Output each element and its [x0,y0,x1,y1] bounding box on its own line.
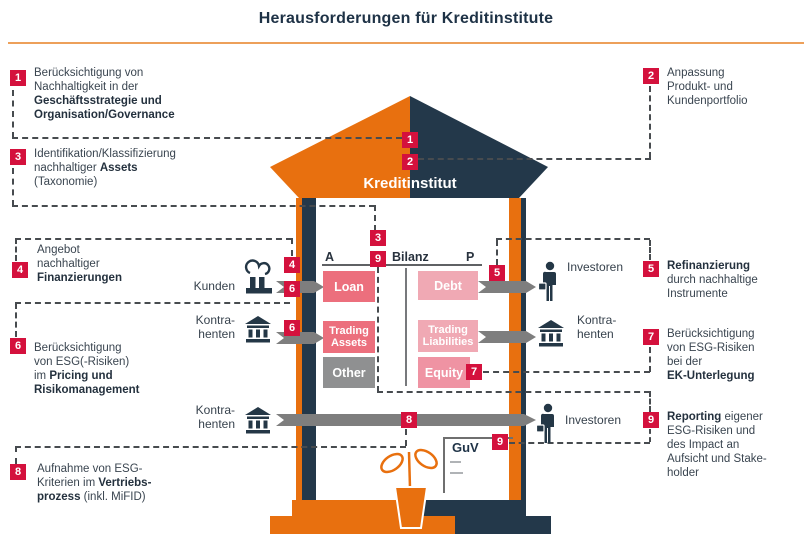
connector-7 [649,347,651,372]
guv-box [443,437,513,493]
liability-box-debt: Debt [418,271,478,300]
right-pillar-navy-stripe [521,198,526,500]
connector-5 [496,240,498,265]
connector-1 [12,90,14,138]
connector-2 [418,158,651,160]
bank-icon [538,320,564,347]
challenge-8-badge: 8 [10,464,26,480]
challenge-2-badge: 2 [643,68,659,84]
bank-icon [245,407,271,434]
roof-badge-1: 1 [402,132,418,148]
investor-person-icon [536,403,554,443]
guv-entry-line [450,461,461,463]
base-bottom-right [455,516,551,534]
assets-column-header: A [325,250,335,264]
arrow-tradingliabilities-to-kontrahenten [478,331,536,343]
challenge-8-text: Aufnahme von ESG-Kriterien im Vertriebs-… [37,463,152,503]
investor-person-icon [538,261,556,301]
page-title: Herausforderungen für Kreditinstitute [258,10,554,27]
challenge-9-badge: 9 [643,412,659,428]
connector-8 [15,446,406,448]
plant-icon [380,448,438,529]
balance-sheet-topline [322,264,482,266]
challenge-3-badge: 3 [10,149,26,165]
connector-5 [649,240,651,260]
guv-label: GuV [452,440,479,455]
guv-entry-line [450,472,463,474]
actor-label-kontrahenten: Kontra- henten [195,403,235,431]
connector-4 [15,238,17,261]
challenge-7-badge: 7 [643,329,659,345]
base-top-left [292,500,410,516]
guv-badge-9: 9 [492,434,508,450]
challenge-4-badge: 4 [12,262,28,278]
connector-9 [377,391,650,393]
actor-label-kunden: Kunden [193,279,235,293]
connector-9 [649,391,651,412]
liability-box-equity: Equity [418,357,470,388]
connector-4 [15,238,292,240]
wall-badge-6a: 6 [284,281,300,297]
connector-3 [374,205,376,231]
actor-label-kontrahenten: Kontra- henten [195,313,235,341]
liabilities-column-header: P [466,250,475,264]
wall-badge-6b: 6 [284,320,300,336]
arrow-badge-8: 8 [401,412,417,428]
connector-9 [509,442,650,444]
asset-box-trading-assets: Trading Assets [323,321,375,353]
connector-5 [496,238,650,240]
actor-label-investoren: Investoren [567,260,624,274]
left-pillar [302,198,316,500]
bilanz-badge-3: 3 [370,230,386,246]
actor-label-investoren: Investoren [565,413,622,427]
challenge-5-badge: 5 [643,261,659,277]
left-pillar-orange-stripe [296,198,302,500]
balance-sheet-divider [405,268,407,386]
actor-label-kontrahenten: Kontra- henten [577,313,617,341]
base-top-right [410,500,526,516]
connector-6 [15,303,17,337]
roof-badge-2: 2 [402,154,418,170]
equity-badge-7: 7 [466,364,482,380]
challenge-6-badge: 6 [10,338,26,354]
connector-8 [15,446,17,464]
title-underline [8,42,804,44]
connector-8 [405,429,407,446]
base-bottom-left [270,516,455,534]
connector-4 [291,238,293,256]
connector-7 [483,371,650,373]
asset-box-other: Other [323,357,375,388]
wall-badge-4: 4 [284,257,300,273]
roof-right-half [410,96,548,198]
challenge-1-badge: 1 [10,70,26,86]
connector-9 [649,429,651,442]
arrow-debt-to-investoren [478,281,536,293]
factory-cloud-icon [244,259,272,294]
balance-sheet-title: Bilanz [392,250,429,264]
connector-2 [649,86,651,158]
liability-box-trading-liabilities: Trading Liabilities [418,320,478,352]
bilanz-badge-9: 9 [370,251,386,267]
asset-box-loan: Loan [323,271,375,302]
connector-9 [377,267,379,392]
bank-icon [245,316,271,343]
house-label: Kreditinstitut [363,175,457,192]
connector-3 [12,205,375,207]
roof-left-half [270,96,410,198]
connector-1 [12,137,402,139]
connector-6 [15,302,290,304]
connector-3 [12,168,14,206]
wall-badge-5: 5 [489,265,505,281]
